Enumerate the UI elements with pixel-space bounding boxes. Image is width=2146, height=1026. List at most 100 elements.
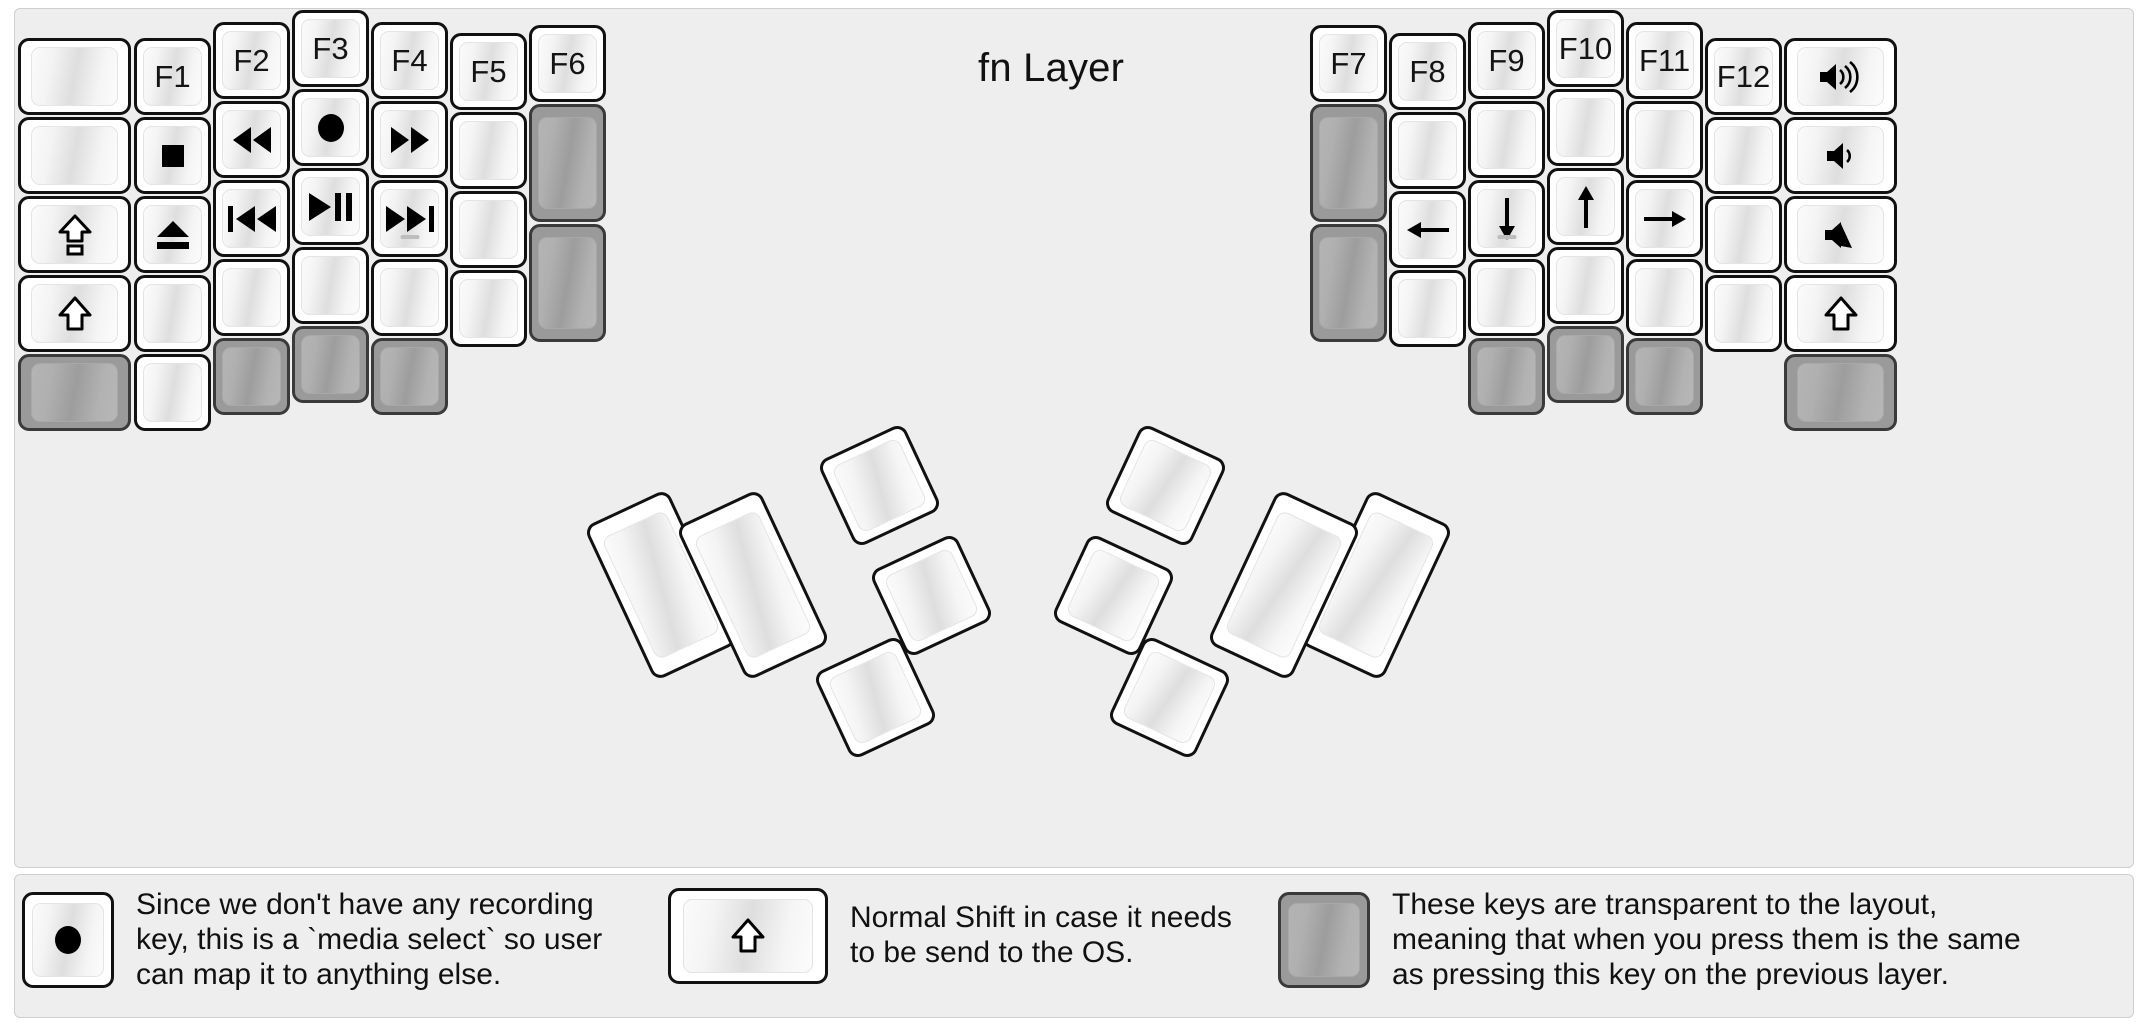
key-right-col-index-3[interactable] bbox=[1468, 259, 1545, 336]
keycap-face bbox=[1714, 205, 1773, 264]
keycap-face bbox=[459, 121, 518, 180]
key-right-col-outer-4[interactable] bbox=[1784, 354, 1897, 431]
page-title: fn Layer bbox=[978, 46, 1125, 90]
homing-bar bbox=[400, 235, 419, 240]
keycap-face bbox=[1398, 200, 1457, 259]
key-left-col-pinky-4[interactable] bbox=[134, 354, 211, 431]
record-icon bbox=[51, 923, 85, 957]
keycap-face: F12 bbox=[1714, 47, 1773, 106]
keycap-face bbox=[1556, 256, 1615, 315]
key-right-col-middle-3[interactable] bbox=[1547, 247, 1624, 324]
key-left-col-middle-0[interactable]: F3 bbox=[292, 10, 369, 87]
keycap-face bbox=[1477, 268, 1536, 327]
legend-panel bbox=[14, 874, 2134, 1018]
key-left-col-inner-0[interactable]: F5 bbox=[450, 33, 527, 110]
key-right-col-pinky-3[interactable] bbox=[1705, 275, 1782, 352]
keycap-face bbox=[1796, 47, 1885, 106]
key-left-col-innermost-0[interactable]: F6 bbox=[529, 25, 606, 102]
key-left-col-ring-0[interactable]: F2 bbox=[213, 22, 290, 99]
key-right-col-middle-0[interactable]: F10 bbox=[1547, 10, 1624, 87]
keycap-face bbox=[538, 117, 597, 209]
keycap-face bbox=[1635, 268, 1694, 327]
key-left-col-outer-0[interactable] bbox=[18, 38, 131, 115]
shift-arrow-icon bbox=[1824, 296, 1858, 332]
key-left-col-outer-4[interactable] bbox=[18, 354, 131, 431]
key-label: F4 bbox=[391, 43, 428, 78]
key-right-col-index-2[interactable] bbox=[1468, 180, 1545, 257]
key-right-col-ring-1[interactable] bbox=[1626, 101, 1703, 178]
keycap-face bbox=[1556, 335, 1615, 394]
keycap-face bbox=[222, 189, 281, 248]
stop-icon bbox=[160, 143, 186, 169]
key-right-col-ring-3[interactable] bbox=[1626, 259, 1703, 336]
key-left-col-pinky-3[interactable] bbox=[134, 275, 211, 352]
key-right-col-middle-2[interactable] bbox=[1547, 168, 1624, 245]
keycap-face bbox=[1120, 648, 1219, 747]
key-right-col-innermost-2[interactable] bbox=[1310, 224, 1387, 342]
key-right-col-index-4[interactable] bbox=[1468, 338, 1545, 415]
key-left-col-inner-3[interactable] bbox=[450, 270, 527, 347]
key-left-col-index-1[interactable] bbox=[371, 101, 448, 178]
key-left-col-innermost-1[interactable] bbox=[529, 104, 606, 222]
key-right-col-outer-2[interactable] bbox=[1784, 196, 1897, 273]
key-left-col-inner-1[interactable] bbox=[450, 112, 527, 189]
keycap-face bbox=[30, 126, 119, 185]
key-right-col-pinky-1[interactable] bbox=[1705, 117, 1782, 194]
key-left-col-middle-2[interactable] bbox=[292, 168, 369, 245]
keycap-face bbox=[1398, 279, 1457, 338]
legend-key-2 bbox=[1278, 892, 1370, 989]
keycap-face bbox=[1477, 347, 1536, 406]
keycap-face bbox=[1319, 237, 1378, 329]
key-right-col-outer-1[interactable] bbox=[1784, 117, 1897, 194]
key-left-col-middle-3[interactable] bbox=[292, 247, 369, 324]
key-left-col-pinky-2[interactable] bbox=[134, 196, 211, 273]
key-right-col-ring-2[interactable] bbox=[1626, 180, 1703, 257]
key-left-col-ring-1[interactable] bbox=[213, 101, 290, 178]
volume-mute-icon bbox=[1822, 218, 1860, 252]
key-right-col-inner-2[interactable] bbox=[1389, 191, 1466, 268]
key-left-col-index-2[interactable] bbox=[371, 180, 448, 257]
key-right-col-pinky-2[interactable] bbox=[1705, 196, 1782, 273]
key-left-col-middle-1[interactable] bbox=[292, 89, 369, 166]
key-left-col-middle-4[interactable] bbox=[292, 326, 369, 403]
key-right-col-innermost-0[interactable]: F7 bbox=[1310, 25, 1387, 102]
key-right-col-index-1[interactable] bbox=[1468, 101, 1545, 178]
key-left-col-ring-4[interactable] bbox=[213, 338, 290, 415]
keycap-face: F9 bbox=[1477, 31, 1536, 90]
key-right-col-innermost-1[interactable] bbox=[1310, 104, 1387, 222]
key-right-col-pinky-0[interactable]: F12 bbox=[1705, 38, 1782, 115]
key-left-col-pinky-0[interactable]: F1 bbox=[134, 38, 211, 115]
play-pause-icon bbox=[307, 191, 355, 223]
key-left-col-outer-3[interactable] bbox=[18, 275, 131, 352]
key-left-col-ring-3[interactable] bbox=[213, 259, 290, 336]
key-label: F6 bbox=[549, 46, 586, 81]
key-left-col-outer-1[interactable] bbox=[18, 117, 131, 194]
key-left-col-pinky-1[interactable] bbox=[134, 117, 211, 194]
key-right-col-middle-1[interactable] bbox=[1547, 89, 1624, 166]
key-right-col-middle-4[interactable] bbox=[1547, 326, 1624, 403]
keycap-face bbox=[1635, 189, 1694, 248]
key-left-col-index-0[interactable]: F4 bbox=[371, 22, 448, 99]
key-right-col-ring-4[interactable] bbox=[1626, 338, 1703, 415]
keycap-face bbox=[143, 126, 202, 185]
key-right-col-inner-3[interactable] bbox=[1389, 270, 1466, 347]
keycap-face: F8 bbox=[1398, 42, 1457, 101]
key-label: F7 bbox=[1330, 46, 1367, 81]
key-left-col-index-4[interactable] bbox=[371, 338, 448, 415]
key-left-col-index-3[interactable] bbox=[371, 259, 448, 336]
key-left-col-ring-2[interactable] bbox=[213, 180, 290, 257]
keycap-face bbox=[222, 268, 281, 327]
key-right-col-ring-0[interactable]: F11 bbox=[1626, 22, 1703, 99]
key-left-col-innermost-2[interactable] bbox=[529, 224, 606, 342]
key-right-col-outer-0[interactable] bbox=[1784, 38, 1897, 115]
key-left-col-outer-2[interactable] bbox=[18, 196, 131, 273]
keycap-face bbox=[143, 363, 202, 422]
keycap-face bbox=[30, 205, 119, 264]
key-right-col-index-0[interactable]: F9 bbox=[1468, 22, 1545, 99]
keycap-face: F7 bbox=[1319, 34, 1378, 93]
key-left-col-inner-2[interactable] bbox=[450, 191, 527, 268]
key-right-col-outer-3[interactable] bbox=[1784, 275, 1897, 352]
key-right-col-inner-0[interactable]: F8 bbox=[1389, 33, 1466, 110]
key-right-col-inner-1[interactable] bbox=[1389, 112, 1466, 189]
keycap-face bbox=[143, 205, 202, 264]
